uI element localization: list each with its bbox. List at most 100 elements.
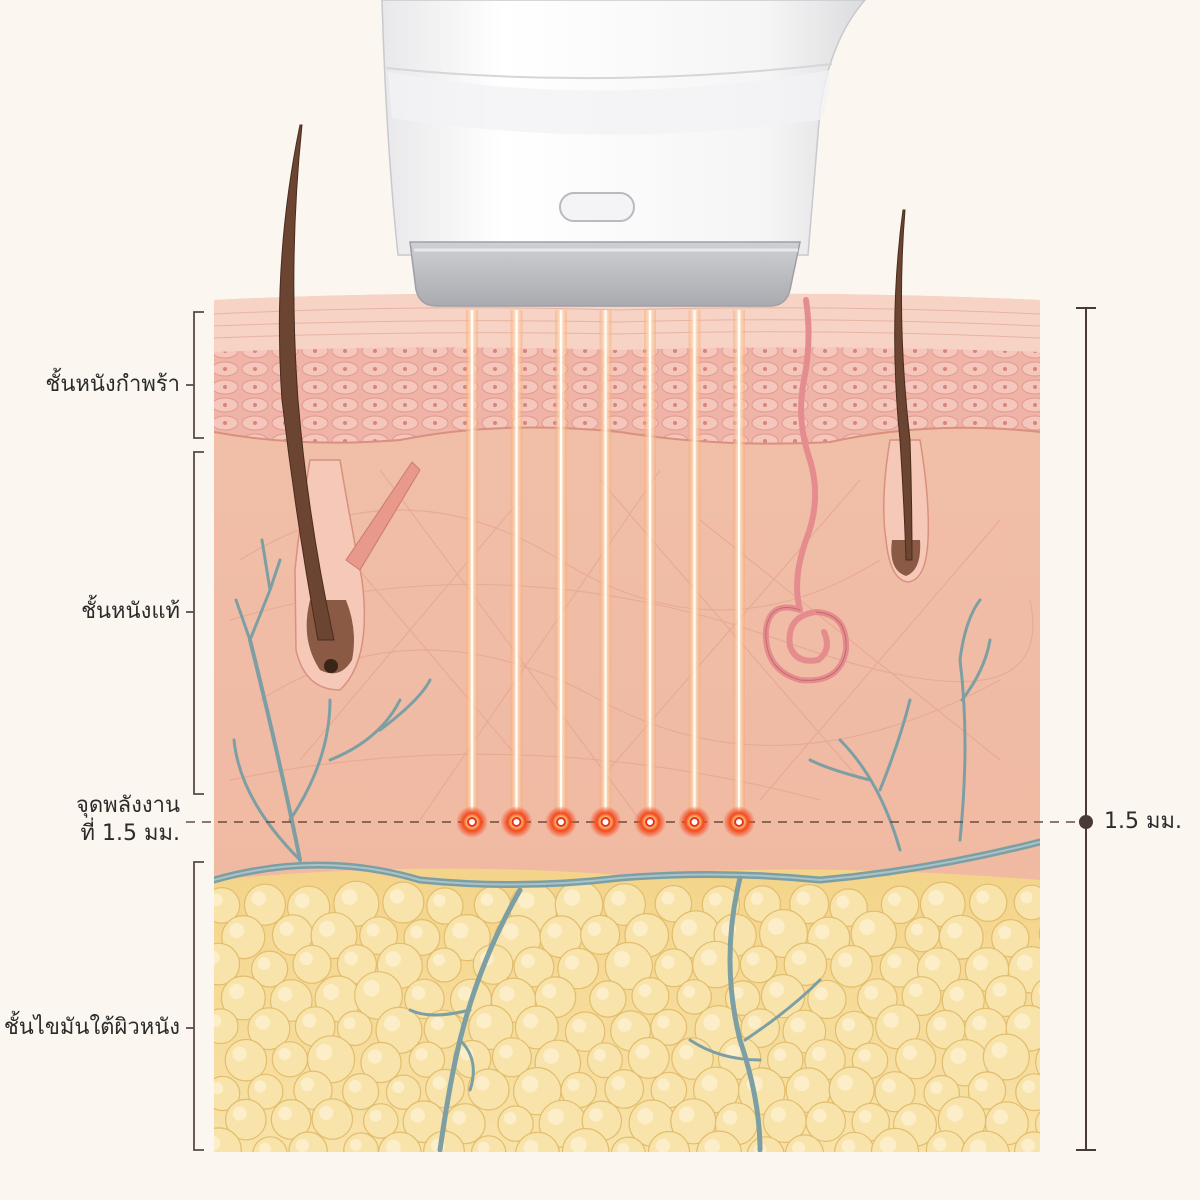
- fat-cell-highlight: [323, 984, 340, 1000]
- fat-cell-highlight: [657, 1078, 670, 1091]
- fat-cell-highlight: [767, 918, 785, 935]
- fat-cell-highlight: [410, 1108, 426, 1123]
- fat-cell-highlight: [842, 1018, 856, 1032]
- fat-cell-highlight: [632, 921, 648, 937]
- fat-cell-highlight: [793, 1075, 810, 1092]
- fat-cell-highlight: [974, 1078, 988, 1092]
- fat-cell-highlight: [384, 1015, 401, 1032]
- fat-cell-highlight: [930, 1081, 943, 1095]
- fat-cell-highlight: [257, 957, 271, 970]
- fat-cell-highlight: [502, 923, 519, 940]
- fat-cell-highlight: [902, 1045, 917, 1060]
- fat-cell-highlight: [386, 1139, 401, 1152]
- focal-point-core: [556, 817, 566, 827]
- fat-cell-highlight: [661, 891, 675, 905]
- fat-cell-highlight: [972, 1015, 987, 1031]
- fat-cell-highlight: [518, 892, 535, 909]
- fat-cell-highlight: [433, 894, 446, 907]
- fat-cell-highlight: [232, 1106, 247, 1121]
- fat-cell-highlight: [343, 1017, 356, 1030]
- skin-block: [214, 293, 1054, 1152]
- fat-cell-highlight: [991, 1042, 1008, 1059]
- fat-cell-highlight: [617, 1143, 630, 1152]
- focal-points: [456, 806, 755, 838]
- fat-cell-highlight: [349, 1138, 362, 1151]
- bracket-epidermis: [186, 311, 204, 439]
- fat-cell-highlight: [229, 983, 245, 1000]
- fat-cell-highlight: [229, 923, 245, 939]
- fat-cell: [1030, 976, 1040, 1019]
- bracket-dermis: [186, 451, 204, 795]
- fat-cell-highlight: [635, 1044, 650, 1059]
- fat-cell: [214, 1008, 239, 1045]
- fat-cell: [1038, 916, 1040, 952]
- fat-cell-highlight: [278, 1106, 292, 1121]
- fat-cell-highlight: [214, 1082, 224, 1095]
- fat-cell-highlight: [475, 1076, 490, 1091]
- fat-cell-highlight: [593, 1048, 606, 1062]
- fat-cell-highlight: [838, 952, 853, 968]
- device-tip: [409, 241, 801, 307]
- fat-cell: [292, 944, 332, 984]
- device-button[interactable]: [559, 192, 635, 222]
- fat-cell-highlight: [570, 1136, 587, 1152]
- fat-cell-highlight: [547, 923, 562, 938]
- fat-cell-highlight: [770, 1107, 786, 1123]
- label-dermis: ชั้นหนังแท้: [81, 599, 180, 624]
- fat-cell-highlight: [837, 1074, 853, 1091]
- fat-cell: [1034, 1105, 1040, 1143]
- fat-cell-highlight: [841, 1139, 856, 1152]
- label-subcutaneous: ชั้นไขมันใต้ผิวหนัง: [3, 1015, 180, 1040]
- bracket-subcutaneous: [186, 861, 204, 1151]
- fat-cell-highlight: [946, 1105, 964, 1122]
- fat-cell-highlight: [924, 955, 941, 971]
- fat-cell-highlight: [949, 986, 965, 1002]
- fat-cell-highlight: [661, 955, 675, 969]
- fat-cell-highlight: [858, 1049, 871, 1062]
- fat-cell-highlight: [969, 1139, 987, 1152]
- fat-cell-highlight: [295, 1138, 310, 1152]
- fat-cell-highlight: [214, 950, 220, 966]
- fat-cell-highlight: [385, 951, 401, 967]
- fat-cell: [604, 1068, 645, 1109]
- fat-cell-highlight: [587, 922, 602, 936]
- fat-cell-highlight: [251, 891, 266, 906]
- fat-cell-highlight: [864, 985, 879, 1000]
- fat-cell: [342, 1072, 380, 1111]
- fat-cell: [214, 942, 241, 986]
- fat-cell-highlight: [392, 1081, 405, 1094]
- fat-cell: [746, 1136, 785, 1152]
- fat-cell-highlight: [700, 949, 718, 966]
- fat-cell-highlight: [294, 893, 310, 909]
- fat-cell-highlight: [722, 1110, 738, 1125]
- fat-cell: [631, 976, 670, 1015]
- fat-cell-highlight: [1042, 1113, 1054, 1125]
- fat-cell-highlight: [477, 1141, 490, 1152]
- fat-cell: [1015, 1073, 1040, 1112]
- fat-cell-highlight: [543, 1048, 559, 1064]
- fat-cell: [834, 1131, 875, 1152]
- fat-cell-highlight: [1022, 1080, 1036, 1093]
- fat-cell-highlight: [521, 1075, 539, 1093]
- fat-cell-highlight: [750, 892, 764, 905]
- fat-cell-highlight: [792, 1141, 806, 1152]
- fat-cell: [311, 1098, 354, 1140]
- fat-cell-highlight: [563, 889, 581, 906]
- label-epidermis: ชั้นหนังกำพร้า: [45, 372, 180, 397]
- fat-cell: [377, 1131, 422, 1152]
- fat-cell-highlight: [796, 891, 811, 906]
- fat-cell-highlight: [367, 1049, 383, 1064]
- fat-cell-highlight: [348, 1079, 362, 1093]
- fat-cell-highlight: [258, 1142, 271, 1152]
- fat-cell-highlight: [277, 986, 293, 1002]
- fat-cell-highlight: [909, 983, 923, 997]
- fat-cell-highlight: [993, 1109, 1008, 1125]
- fat-cell-highlight: [747, 1015, 762, 1029]
- fat-cell-highlight: [564, 955, 580, 970]
- fat-cell-highlight: [255, 1015, 270, 1030]
- fat-cell-highlight: [791, 950, 807, 966]
- focal-point-core: [645, 817, 655, 827]
- hair-right: [894, 209, 913, 561]
- fat-cell: [561, 1128, 610, 1152]
